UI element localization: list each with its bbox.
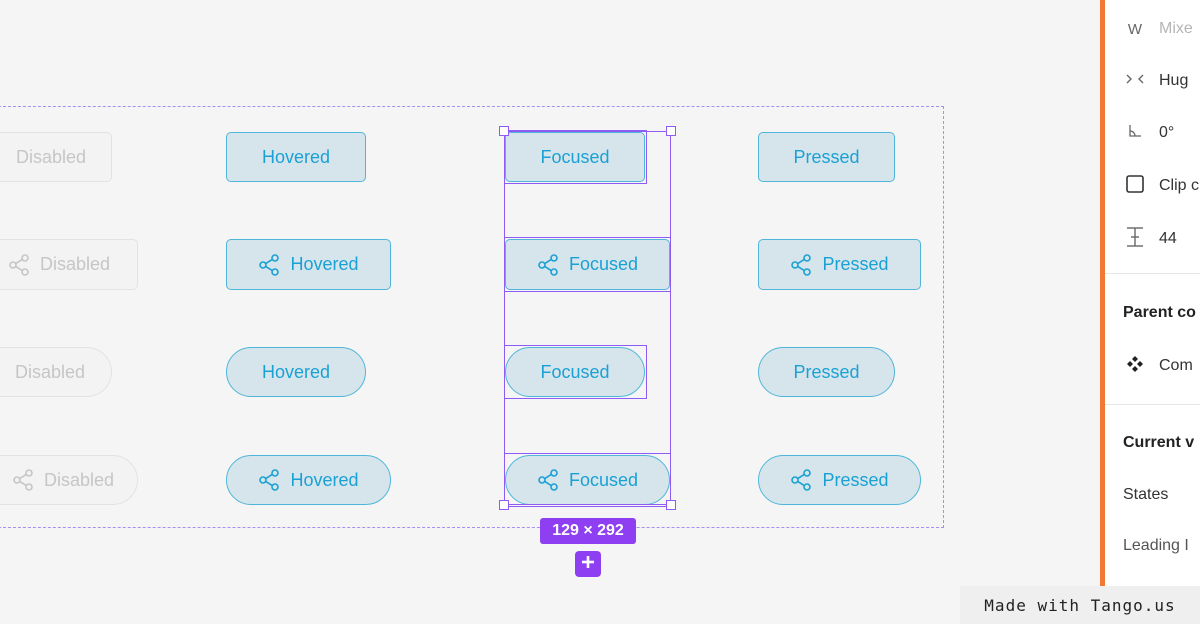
parent-component-row[interactable]: Com	[1125, 355, 1193, 377]
button-label: Hovered	[290, 469, 359, 490]
divider	[1105, 404, 1200, 405]
resize-handle-bottom-right[interactable]	[666, 500, 676, 510]
share-icon	[537, 468, 559, 492]
tango-watermark: Made with Tango.us	[960, 586, 1200, 624]
button-label: Disabled	[14, 361, 86, 382]
button-label: Pressed	[822, 254, 889, 274]
button-hovered-pill[interactable]: Hovered	[226, 347, 366, 397]
share-icon	[8, 253, 30, 277]
vertical-spacing-icon	[1125, 226, 1145, 252]
leading-icon-property-label[interactable]: Leading I	[1123, 537, 1189, 554]
button-label: Disabled	[39, 254, 111, 274]
share-icon	[790, 253, 812, 277]
width-label: W	[1127, 20, 1143, 38]
rotation-row[interactable]: 0°	[1125, 123, 1174, 143]
rotation-icon	[1125, 123, 1145, 143]
button-label: Pressed	[822, 469, 889, 490]
button-pressed-rect[interactable]: Pressed	[758, 132, 895, 182]
design-canvas[interactable]: Disabled Hovered Focused Pressed Disable…	[0, 0, 1100, 624]
share-icon	[537, 253, 559, 277]
button-label: Disabled	[15, 146, 87, 167]
gap-value[interactable]: 44	[1159, 230, 1177, 247]
resizing-value[interactable]: Hug	[1159, 72, 1189, 89]
properties-panel: W Mixe Hug 0° Clip c 44 Parent co Com Cu…	[1100, 0, 1200, 624]
add-variant-button[interactable]	[575, 551, 601, 577]
share-icon	[258, 253, 280, 277]
resizing-row[interactable]: Hug	[1125, 72, 1188, 90]
divider	[1105, 273, 1200, 274]
button-pressed-pill[interactable]: Pressed	[758, 347, 895, 397]
button-hovered-rect[interactable]: Hovered	[226, 132, 366, 182]
resize-handle-top-right[interactable]	[666, 126, 676, 136]
button-label: Hovered	[290, 254, 359, 274]
button-label: Pressed	[793, 146, 860, 167]
component-name[interactable]: Com	[1159, 357, 1193, 374]
clip-content-label: Clip c	[1159, 177, 1200, 194]
plus-icon	[580, 554, 596, 575]
button-disabled-icon-rect[interactable]: Disabled	[0, 239, 138, 290]
button-label: Focused	[540, 361, 610, 382]
share-icon	[12, 468, 34, 492]
button-hovered-icon-rect[interactable]: Hovered	[226, 239, 391, 290]
button-label: Hovered	[261, 361, 331, 382]
button-pressed-icon-pill[interactable]: Pressed	[758, 455, 921, 505]
width-row[interactable]: W Mixe	[1125, 20, 1193, 38]
button-disabled-icon-pill[interactable]: Disabled	[0, 455, 138, 505]
button-focused-icon-pill[interactable]: Focused	[505, 455, 670, 505]
button-disabled-rect[interactable]: Disabled	[0, 132, 112, 182]
button-focused-rect[interactable]: Focused	[505, 132, 645, 182]
button-label: Focused	[568, 469, 639, 490]
button-focused-icon-rect[interactable]: Focused	[505, 239, 670, 290]
selection-size-badge: 129 × 292	[540, 518, 636, 544]
checkbox-icon[interactable]	[1125, 175, 1145, 197]
button-pressed-icon-rect[interactable]: Pressed	[758, 239, 921, 290]
hug-contents-icon	[1125, 72, 1145, 90]
button-focused-pill[interactable]: Focused	[505, 347, 645, 397]
resize-handle-top-left[interactable]	[499, 126, 509, 136]
current-variant-heading: Current v	[1123, 434, 1195, 451]
component-icon	[1125, 355, 1145, 377]
width-value[interactable]: Mixe	[1159, 20, 1193, 37]
states-property-label[interactable]: States	[1123, 486, 1169, 503]
button-label: Disabled	[43, 469, 115, 490]
parent-component-heading: Parent co	[1123, 304, 1196, 321]
button-label: Pressed	[793, 361, 860, 382]
resize-handle-bottom-left[interactable]	[499, 500, 509, 510]
gap-row[interactable]: 44	[1125, 226, 1177, 252]
button-label: Focused	[568, 254, 639, 274]
clip-content-row[interactable]: Clip c	[1125, 175, 1199, 197]
share-icon	[258, 468, 280, 492]
button-disabled-pill[interactable]: Disabled	[0, 347, 112, 397]
share-icon	[790, 468, 812, 492]
button-label: Focused	[540, 146, 610, 167]
button-label: Hovered	[261, 146, 331, 167]
button-hovered-icon-pill[interactable]: Hovered	[226, 455, 391, 505]
rotation-value[interactable]: 0°	[1159, 124, 1175, 141]
component-set-frame[interactable]	[0, 106, 944, 528]
